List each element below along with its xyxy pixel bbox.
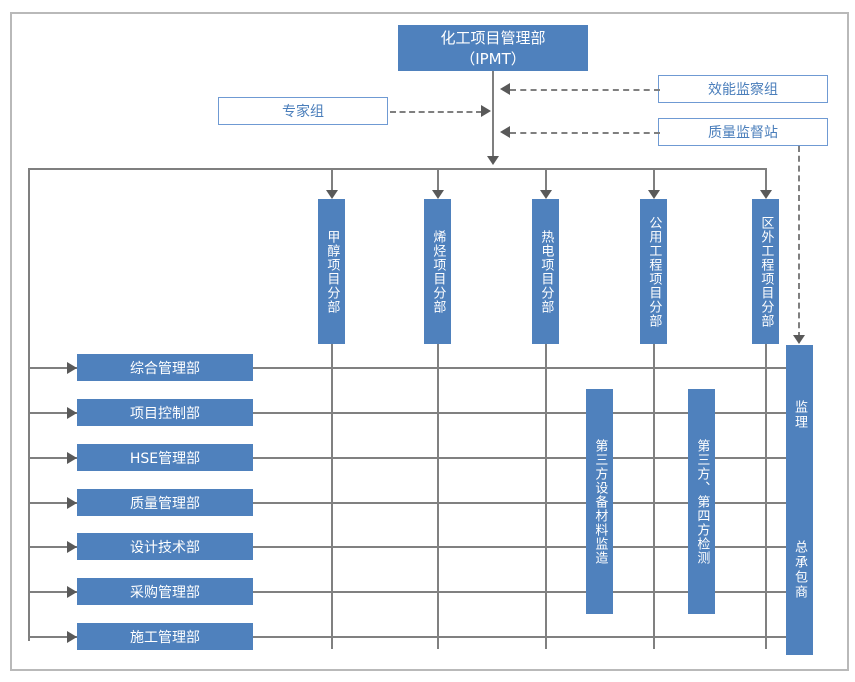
department-feeder-4	[28, 502, 78, 504]
department-box-general-management[interactable]: 综合管理部	[77, 354, 253, 381]
branch-drop-1	[331, 168, 333, 196]
branch-box-offsite[interactable]: 区外工程项目分部	[752, 199, 779, 344]
department-box-construction[interactable]: 施工管理部	[77, 623, 253, 650]
efficiency-inspection-label: 效能监察组	[708, 82, 778, 98]
branch-arrowhead-3	[540, 190, 552, 199]
department-feeder-5	[28, 546, 78, 548]
department-label-design: 设计技术部	[130, 539, 200, 556]
branch-arrowhead-1	[326, 190, 338, 199]
trunk-vertical-line	[492, 71, 494, 163]
department-arrowhead-6	[67, 586, 77, 598]
branch-box-thermal-power[interactable]: 热电项目分部	[532, 199, 559, 344]
quality-supervision-to-contractor-arrowhead	[793, 335, 805, 344]
department-feeder-2	[28, 412, 78, 414]
branch-drop-4	[653, 168, 655, 196]
quality-supervision-box[interactable]: 质量监督站	[658, 118, 828, 146]
department-box-procurement[interactable]: 采购管理部	[77, 578, 253, 605]
branch-box-olefin[interactable]: 烯烃项目分部	[424, 199, 451, 344]
department-feeder-6	[28, 591, 78, 593]
quality-supervision-label: 质量监督站	[708, 125, 778, 141]
department-arrowhead-4	[67, 497, 77, 509]
department-box-quality[interactable]: 质量管理部	[77, 489, 253, 516]
branch-label-methanol: 甲醇项目分部	[324, 229, 340, 314]
department-arrowhead-3	[67, 452, 77, 464]
branch-drop-3	[545, 168, 547, 196]
branch-arrowhead-5	[760, 190, 772, 199]
department-row-line-3	[253, 457, 798, 459]
department-arrowhead-2	[67, 407, 77, 419]
outer-frame	[10, 12, 849, 671]
quality-supervision-arrowhead	[500, 126, 510, 138]
department-row-line-5	[253, 546, 798, 548]
supervisor-label: 监理	[792, 400, 807, 430]
branch-label-utilities: 公用工程项目分部	[646, 215, 662, 328]
trunk-arrowhead	[487, 156, 499, 165]
department-arrowhead-1	[67, 362, 77, 374]
department-label-quality: 质量管理部	[130, 495, 200, 512]
quality-supervision-connector	[510, 132, 660, 134]
department-label-hse: HSE管理部	[129, 450, 201, 467]
department-label-project-control: 项目控制部	[130, 405, 200, 422]
branch-arrowhead-4	[648, 190, 660, 199]
department-feeder-7	[28, 636, 78, 638]
quality-supervision-to-contractor-connector	[798, 146, 800, 338]
column-line-olefin	[437, 344, 439, 649]
department-box-project-control[interactable]: 项目控制部	[77, 399, 253, 426]
column-line-methanol	[331, 344, 333, 649]
branch-label-olefin: 烯烃项目分部	[430, 229, 446, 314]
column-line-offsite	[765, 344, 767, 649]
efficiency-inspection-connector	[510, 89, 660, 91]
column-line-utilities	[653, 344, 655, 649]
third-party-box-inspection[interactable]: 第三方、第四方检测	[688, 389, 715, 614]
department-row-line-7	[253, 636, 798, 638]
branch-arrowhead-2	[432, 190, 444, 199]
department-row-line-6	[253, 591, 798, 593]
efficiency-inspection-arrowhead	[500, 83, 510, 95]
expert-group-label: 专家组	[282, 104, 324, 120]
branch-box-methanol[interactable]: 甲醇项目分部	[318, 199, 345, 344]
department-box-hse[interactable]: HSE管理部	[77, 444, 253, 471]
contractor-column-box[interactable]: 监理 总承包商	[786, 345, 813, 655]
efficiency-inspection-box[interactable]: 效能监察组	[658, 75, 828, 103]
department-box-design[interactable]: 设计技术部	[77, 533, 253, 560]
department-feeder-1	[28, 367, 78, 369]
branch-drop-2	[437, 168, 439, 196]
column-line-thermal-power	[545, 344, 547, 649]
branch-label-offsite: 区外工程项目分部	[758, 215, 774, 328]
third-party-label-equipment-supervision: 第三方设备材料监造	[592, 438, 608, 565]
department-label-general-management: 综合管理部	[130, 360, 200, 377]
expert-group-box[interactable]: 专家组	[218, 97, 388, 125]
department-row-line-1	[253, 367, 798, 369]
department-label-procurement: 采购管理部	[130, 584, 200, 601]
department-row-line-4	[253, 502, 798, 504]
third-party-box-equipment-supervision[interactable]: 第三方设备材料监造	[586, 389, 613, 614]
department-row-line-2	[253, 412, 798, 414]
general-contractor-label: 总承包商	[792, 540, 807, 600]
department-label-construction: 施工管理部	[130, 629, 200, 646]
department-arrowhead-5	[67, 541, 77, 553]
department-arrowhead-7	[67, 631, 77, 643]
department-feeder-3	[28, 457, 78, 459]
department-bus-line	[28, 168, 30, 641]
expert-group-arrowhead	[481, 105, 491, 117]
expert-group-connector	[390, 111, 482, 113]
third-party-label-inspection: 第三方、第四方检测	[694, 438, 710, 565]
ipmt-title-box[interactable]: 化工项目管理部 （IPMT）	[398, 25, 588, 71]
branch-drop-5	[765, 168, 767, 196]
branch-label-thermal-power: 热电项目分部	[538, 229, 554, 314]
ipmt-title-label: 化工项目管理部 （IPMT）	[440, 29, 546, 68]
branch-box-utilities[interactable]: 公用工程项目分部	[640, 199, 667, 344]
distribution-bus-line	[28, 168, 766, 170]
